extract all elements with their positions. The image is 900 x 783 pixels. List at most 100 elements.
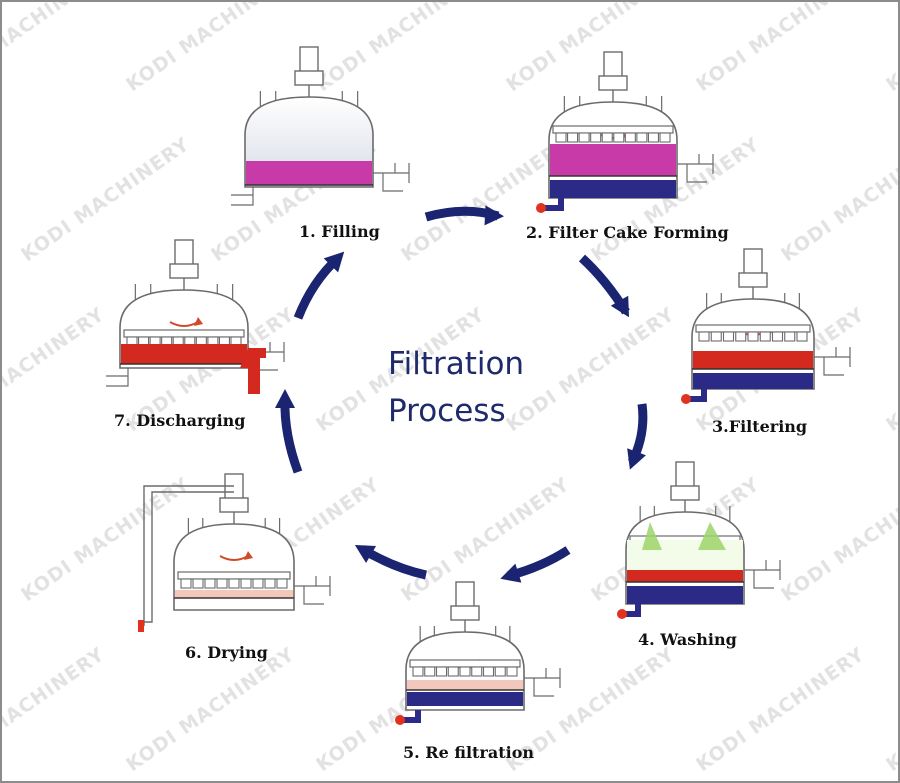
agitator-blade [659, 132, 671, 143]
agitator-blade [424, 666, 436, 677]
gearbox [598, 75, 628, 91]
agitator-blade [276, 578, 288, 589]
motor-housing [743, 248, 763, 276]
filtrate-layer [550, 180, 676, 198]
side-pipework [524, 668, 560, 697]
cake-layer [121, 344, 247, 364]
side-pipework [814, 347, 850, 376]
vessel-illustrations [106, 46, 851, 725]
outlet-valve [617, 609, 627, 619]
vessel-filter-cake-forming [536, 51, 714, 213]
arrow-shaft [293, 254, 342, 320]
bottom-legs [231, 187, 254, 206]
agitator-blade [613, 132, 625, 143]
agitator-blade [555, 132, 567, 143]
arrow-head [627, 448, 646, 470]
watermark-text: KODI MACHINERY [397, 473, 574, 606]
agitator-blade [180, 578, 192, 589]
vessel-re-filtration [395, 581, 561, 725]
gearbox [219, 497, 249, 513]
motor-housing [603, 51, 623, 79]
side-pipework [677, 154, 713, 183]
cake-layer [627, 570, 743, 582]
bottom-outlet-pipe [404, 710, 421, 723]
slurry-layer [246, 161, 372, 185]
vessel-body [173, 523, 295, 611]
motor-housing [299, 46, 319, 74]
watermark-text: KODI MACHINERY [17, 473, 194, 606]
vessel-discharging [106, 239, 285, 394]
step-label-drying: 6. Drying [185, 643, 268, 662]
filtrate-layer [407, 692, 523, 706]
arrow-head [484, 205, 504, 226]
slurry-layer [550, 144, 676, 176]
agitator-arm [177, 571, 291, 580]
watermark-text: KODI MACHINERY [882, 2, 900, 96]
watermark-text: KODI MACHINERY [502, 2, 679, 96]
arrow-discharging-to-filling [293, 251, 345, 320]
filtrate-layer [627, 586, 743, 604]
arrow-drying-to-discharging [275, 389, 303, 474]
watermark-text: KODI MACHINERY [777, 133, 900, 266]
agitator-blade [735, 331, 747, 342]
vessel-filtering [681, 248, 851, 404]
agitator-blade [459, 666, 471, 677]
agitator-arm [695, 324, 811, 333]
agitator-blade [482, 666, 495, 677]
step-label-filter-cake-forming: 2. Filter Cake Forming [526, 223, 729, 242]
arrow-head [275, 389, 295, 408]
agitator-blade [192, 578, 204, 589]
diagram-title-line-2: Process [388, 393, 506, 429]
vessel-drying [138, 473, 331, 632]
gearbox [738, 272, 768, 288]
agitator-blade [771, 331, 784, 342]
side-pipework [294, 576, 330, 605]
bottom-outlet-pipe [545, 198, 564, 211]
discharge-chute [240, 348, 266, 394]
outlet-valve [681, 394, 691, 404]
agitator-blade [747, 331, 759, 342]
motor-housing [174, 239, 194, 267]
arrow-filling-to-forming [424, 205, 504, 226]
cake-layer [407, 680, 523, 690]
agitator-blade [435, 666, 448, 677]
arrow-refiltration-to-drying [354, 545, 427, 580]
motor-housing [675, 461, 695, 489]
filtrate-layer [693, 373, 813, 389]
dry-cake-layer [175, 590, 293, 598]
agitator-blade [578, 132, 590, 143]
watermark-text: KODI MACHINERY [882, 643, 900, 776]
agitator-blade [447, 666, 459, 677]
agitator-blade [494, 666, 506, 677]
diagram-title-line-1: Filtration [388, 346, 525, 382]
watermark-text: KODI MACHINERY [2, 643, 109, 776]
watermark-text: KODI MACHINERY [882, 303, 900, 436]
bottom-outlet-pipe [626, 604, 641, 617]
agitator-blade [264, 578, 276, 589]
agitator-blade [216, 578, 228, 589]
arrow-washing-to-refiltration [500, 546, 571, 583]
watermark-text: KODI MACHINERY [777, 473, 900, 606]
arrow-head [354, 545, 377, 563]
vessel-washing [617, 461, 781, 619]
gearbox [169, 263, 199, 279]
spray-nozzle-jet [698, 522, 726, 550]
step-label-washing: 4. Washing [638, 630, 737, 649]
gearbox [450, 605, 480, 621]
vacuum-line-outer [143, 485, 234, 626]
vacuum-line [142, 491, 234, 623]
agitator-blade [471, 666, 483, 677]
agitator-blade [722, 331, 735, 342]
vacuum-valve [138, 620, 144, 632]
agitator-blade [506, 666, 518, 677]
outlet-valve [395, 715, 405, 725]
step-label-filtering: 3.Filtering [712, 417, 808, 436]
agitator-blade [784, 331, 796, 342]
watermark-text: KODI MACHINERY [2, 303, 109, 436]
agitator-blade [601, 132, 613, 143]
bottom-legs [106, 368, 129, 387]
bottom-outlet-pipe [690, 389, 707, 402]
motor-housing [224, 473, 244, 501]
